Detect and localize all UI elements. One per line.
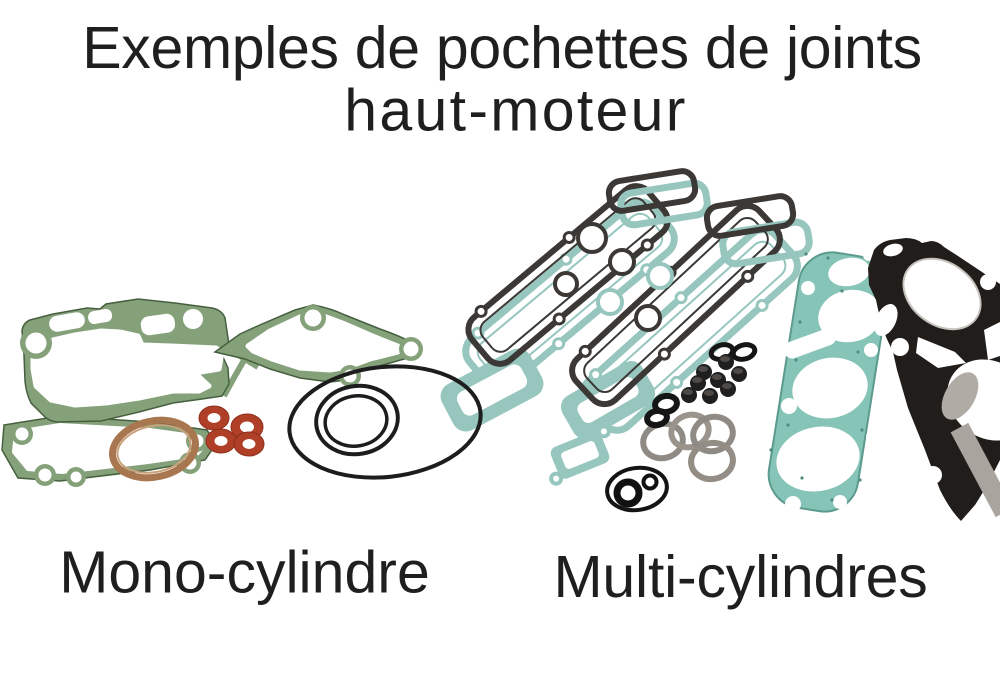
svg-text:Exemples de pochettes de joint: Exemples de pochettes de joints <box>82 15 922 81</box>
svg-text:Mono-cylindre: Mono-cylindre <box>59 540 430 606</box>
svg-text:Multi-cylindres: Multi-cylindres <box>553 544 927 610</box>
svg-text:haut-moteur: haut-moteur <box>344 78 687 144</box>
